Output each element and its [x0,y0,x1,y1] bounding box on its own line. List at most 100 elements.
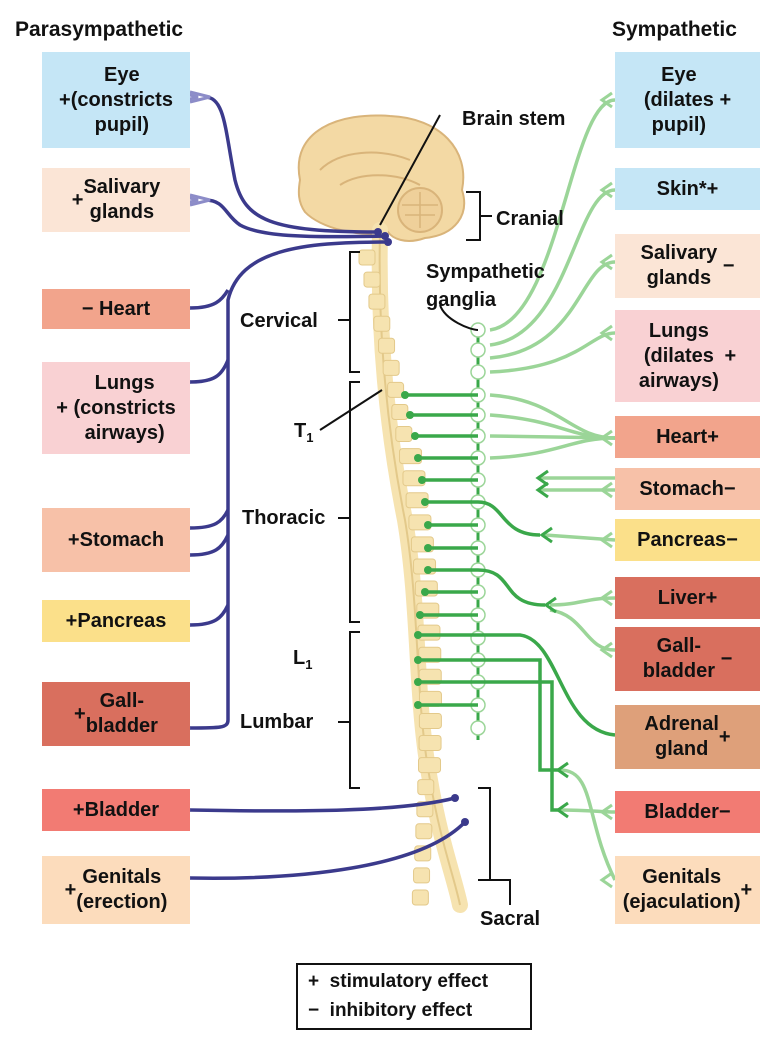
label-brain-stem: Brain stem [462,108,566,130]
symp-target-gallbladder: Gall- bladder − [615,627,760,691]
label-sacral: Sacral [480,908,541,930]
target-label: Liver [657,586,706,609]
vertebra [413,867,431,884]
symp-target-lungs: Lungs (dilates airways) + [615,310,760,402]
vertebra [387,381,405,398]
parasympathetic-ganglia [374,228,469,826]
label-l1-letter: L [293,647,306,669]
target-label: Heart [656,425,708,448]
effect-sign: − [726,528,738,551]
effect-sign: + [707,425,719,448]
vertebra [378,337,396,354]
target-label: Genitals (ejaculation) [622,866,741,913]
label-l1-sub: 1 [305,657,313,672]
target-label: Eye (dilates pupil) [643,63,714,136]
target-label: Salivary glands [83,176,161,223]
para-target-pancreas: +Pancreas [42,600,190,642]
target-label: Skin* [656,177,707,200]
target-label: Lungs (dilates airways) [638,319,719,392]
target-label: Genitals (erection) [76,866,168,913]
legend-stimulatory-text: stimulatory effect [329,971,489,992]
target-label: Bladder [84,798,160,821]
vertebra [418,735,442,752]
sympathetic-synapses [535,91,613,889]
parasympathetic-title: Parasympathetic [15,18,184,41]
symp-target-salivary: Salivary glands − [615,234,760,298]
effect-sign: + [740,878,753,901]
target-label: Gall- bladder [642,635,715,682]
effect-sign: − [723,477,736,500]
vertebra [417,779,435,796]
target-label: Stomach [639,477,724,500]
target-label: Pancreas [637,528,727,551]
vertebra [411,889,429,906]
target-label: Eye (constricts pupil) [70,63,173,136]
vertebra [391,403,409,420]
legend-inhibitory: − inhibitory effect [308,1000,472,1022]
symp-target-skin: Skin*+ [615,168,760,210]
effect-sign: + [71,188,84,211]
label-l1: L1 [293,647,312,672]
target-label: Gall- bladder [85,690,158,737]
effect-sign: + [56,396,68,419]
effect-sign: + [705,586,718,609]
para-target-heart: − Heart [42,289,190,329]
target-label: Heart [99,297,151,320]
vertebra [358,249,376,266]
effect-sign: + [706,177,719,200]
label-cervical: Cervical [240,310,318,332]
label-t1-sub: 1 [306,430,314,445]
para-target-gallbladder: +Gall- bladder [42,682,190,746]
target-label: Salivary glands [640,242,718,289]
symp-target-adrenal: Adrenal gland+ [615,705,760,769]
vertebra [363,271,381,288]
para-target-lungs: + Lungs (constricts airways) [42,362,190,454]
effect-sign: + [64,878,77,901]
vertebra [368,293,386,310]
para-target-stomach: +Stomach [42,508,190,572]
symp-target-liver: Liver+ [615,577,760,619]
label-thoracic: Thoracic [242,507,326,529]
label-t1: T1 [294,420,313,445]
vertebrae [358,249,442,906]
effect-sign: − [718,800,731,823]
sympathetic-title: Sympathetic [612,18,737,41]
vertebra [415,823,433,840]
legend-plus-sign: + [308,971,320,992]
vertebra [418,712,442,729]
target-label: Stomach [79,528,165,551]
legend-minus-sign: − [308,1000,320,1021]
effect-sign: + [718,725,731,748]
effect-sign: − [720,647,733,670]
target-label: Pancreas [77,609,167,632]
legend-stimulatory: + stimulatory effect [308,971,488,993]
effect-sign: + [74,702,86,725]
vertebra [418,757,442,774]
symp-target-eye: Eye (dilates pupil) + [615,52,760,148]
effect-sign: + [724,344,737,367]
symp-target-heart: Heart+ [615,416,760,458]
label-sympathetic-ganglia: Sympathetic ganglia [426,261,545,311]
effect-sign: − [81,297,94,320]
symp-target-bladder: Bladder− [615,791,760,833]
effect-sign: − [722,254,735,277]
target-label: Bladder [644,800,719,823]
vertebra [373,315,391,332]
symp-target-pancreas: Pancreas− [615,519,760,561]
para-target-genitals: +Genitals (erection) [42,856,190,924]
effect-sign: + [72,798,85,821]
sympathetic-chain [470,322,486,740]
legend: + stimulatory effect − inhibitory effect [296,963,532,1030]
target-label: Lungs (constricts airways) [73,371,176,444]
parasympathetic-nerves [189,95,467,880]
para-target-bladder: +Bladder [42,789,190,831]
label-t1-letter: T [294,420,307,442]
vertebra [395,426,413,443]
vertebra [382,359,400,376]
sympathetic-cell-bodies [401,391,432,709]
region-brackets [319,114,511,905]
target-label: Adrenal gland [644,713,719,760]
symp-target-genitals: Genitals (ejaculation)+ [615,856,760,924]
effect-sign: + [59,88,71,111]
